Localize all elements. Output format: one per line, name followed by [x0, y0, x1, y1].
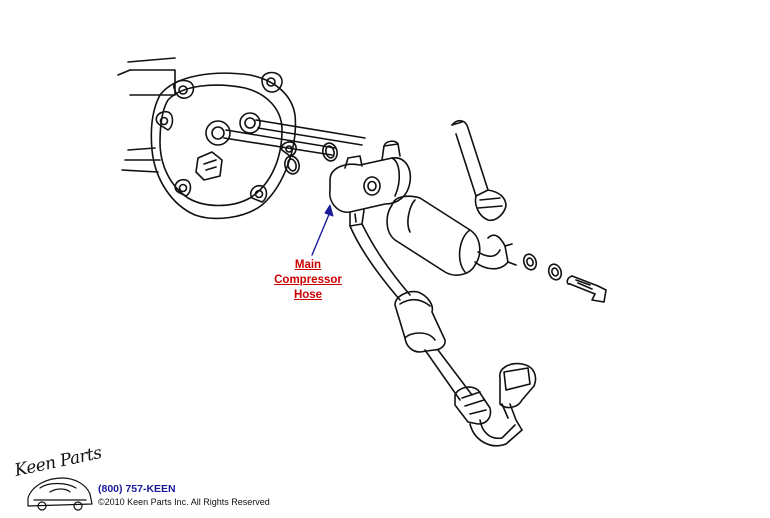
through-bolts: [223, 119, 366, 156]
callout-arrow: [311, 204, 334, 256]
manifold-fitting: [328, 140, 412, 227]
keen-parts-logo-car: [27, 477, 93, 511]
washers-bolt: [522, 253, 607, 303]
muffler-canister: [386, 195, 517, 276]
callout-line-2: Compressor: [274, 274, 342, 286]
callout-line-3: Hose: [293, 289, 323, 301]
compressor-housing: [117, 57, 297, 220]
phone-number: (800) 757-KEEN: [98, 483, 176, 495]
upper-hose: [451, 119, 507, 222]
main-compressor-hose-link[interactable]: Main Compressor Hose: [262, 258, 354, 303]
main-compressor-hose: [349, 223, 537, 447]
o-rings: [284, 142, 338, 175]
callout-line-1: Main: [294, 259, 322, 271]
copyright-notice: ©2010 Keen Parts Inc. All Rights Reserve…: [98, 497, 270, 507]
